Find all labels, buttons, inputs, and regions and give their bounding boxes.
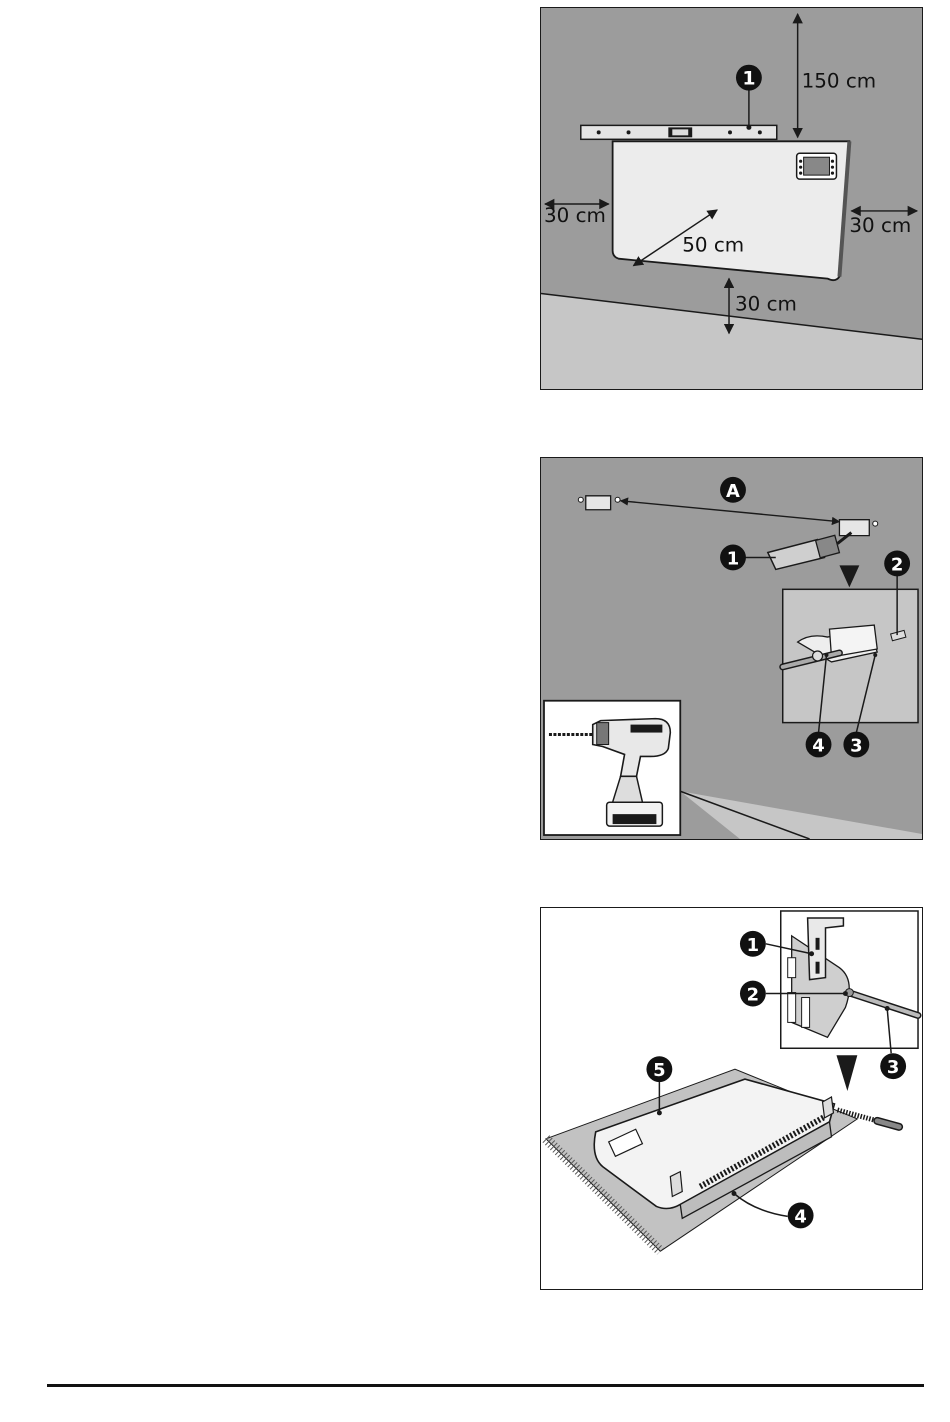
figure-bracket-installation: A 1 2 3 4 [540,457,923,840]
heater-bracket-illustration: 1 2 3 4 5 [541,908,922,1289]
callout-2-label: 2 [891,554,903,575]
footer-divider [47,1384,924,1387]
dimension-front-label: 50 cm [682,234,744,257]
dimension-right-label: 30 cm [849,214,911,237]
callout-3-label: 3 [850,735,862,756]
dimension-left-label: 30 cm [544,204,606,227]
callout-5-label: 5 [653,1060,665,1081]
callout-1-label: 1 [742,68,755,90]
cordless-drill-inset [544,701,680,835]
callout-1-label: 1 [747,935,759,956]
bracket-installation-illustration: A 1 2 3 4 [541,458,922,839]
callout-2-label: 2 [747,985,759,1006]
callout-4-label: 4 [812,735,824,756]
callout-1-label: 1 [727,548,739,569]
callout-4-label: 4 [794,1206,806,1227]
heater-front-view [613,141,850,280]
figure-heater-bracket-attach: 1 2 3 4 5 [540,907,923,1290]
callout-3-label: 3 [887,1057,899,1078]
callout-a-label: A [726,481,740,502]
dimension-floor-label: 30 cm [735,292,797,315]
dimension-top-label: 150 cm [802,70,877,93]
figure-mounting-distances: 1 150 cm 30 cm 30 cm 50 cm 30 cm [540,7,923,390]
mounting-distances-illustration: 1 150 cm 30 cm 30 cm 50 cm 30 cm [541,8,922,389]
bracket-attach-detail-inset [781,911,918,1048]
